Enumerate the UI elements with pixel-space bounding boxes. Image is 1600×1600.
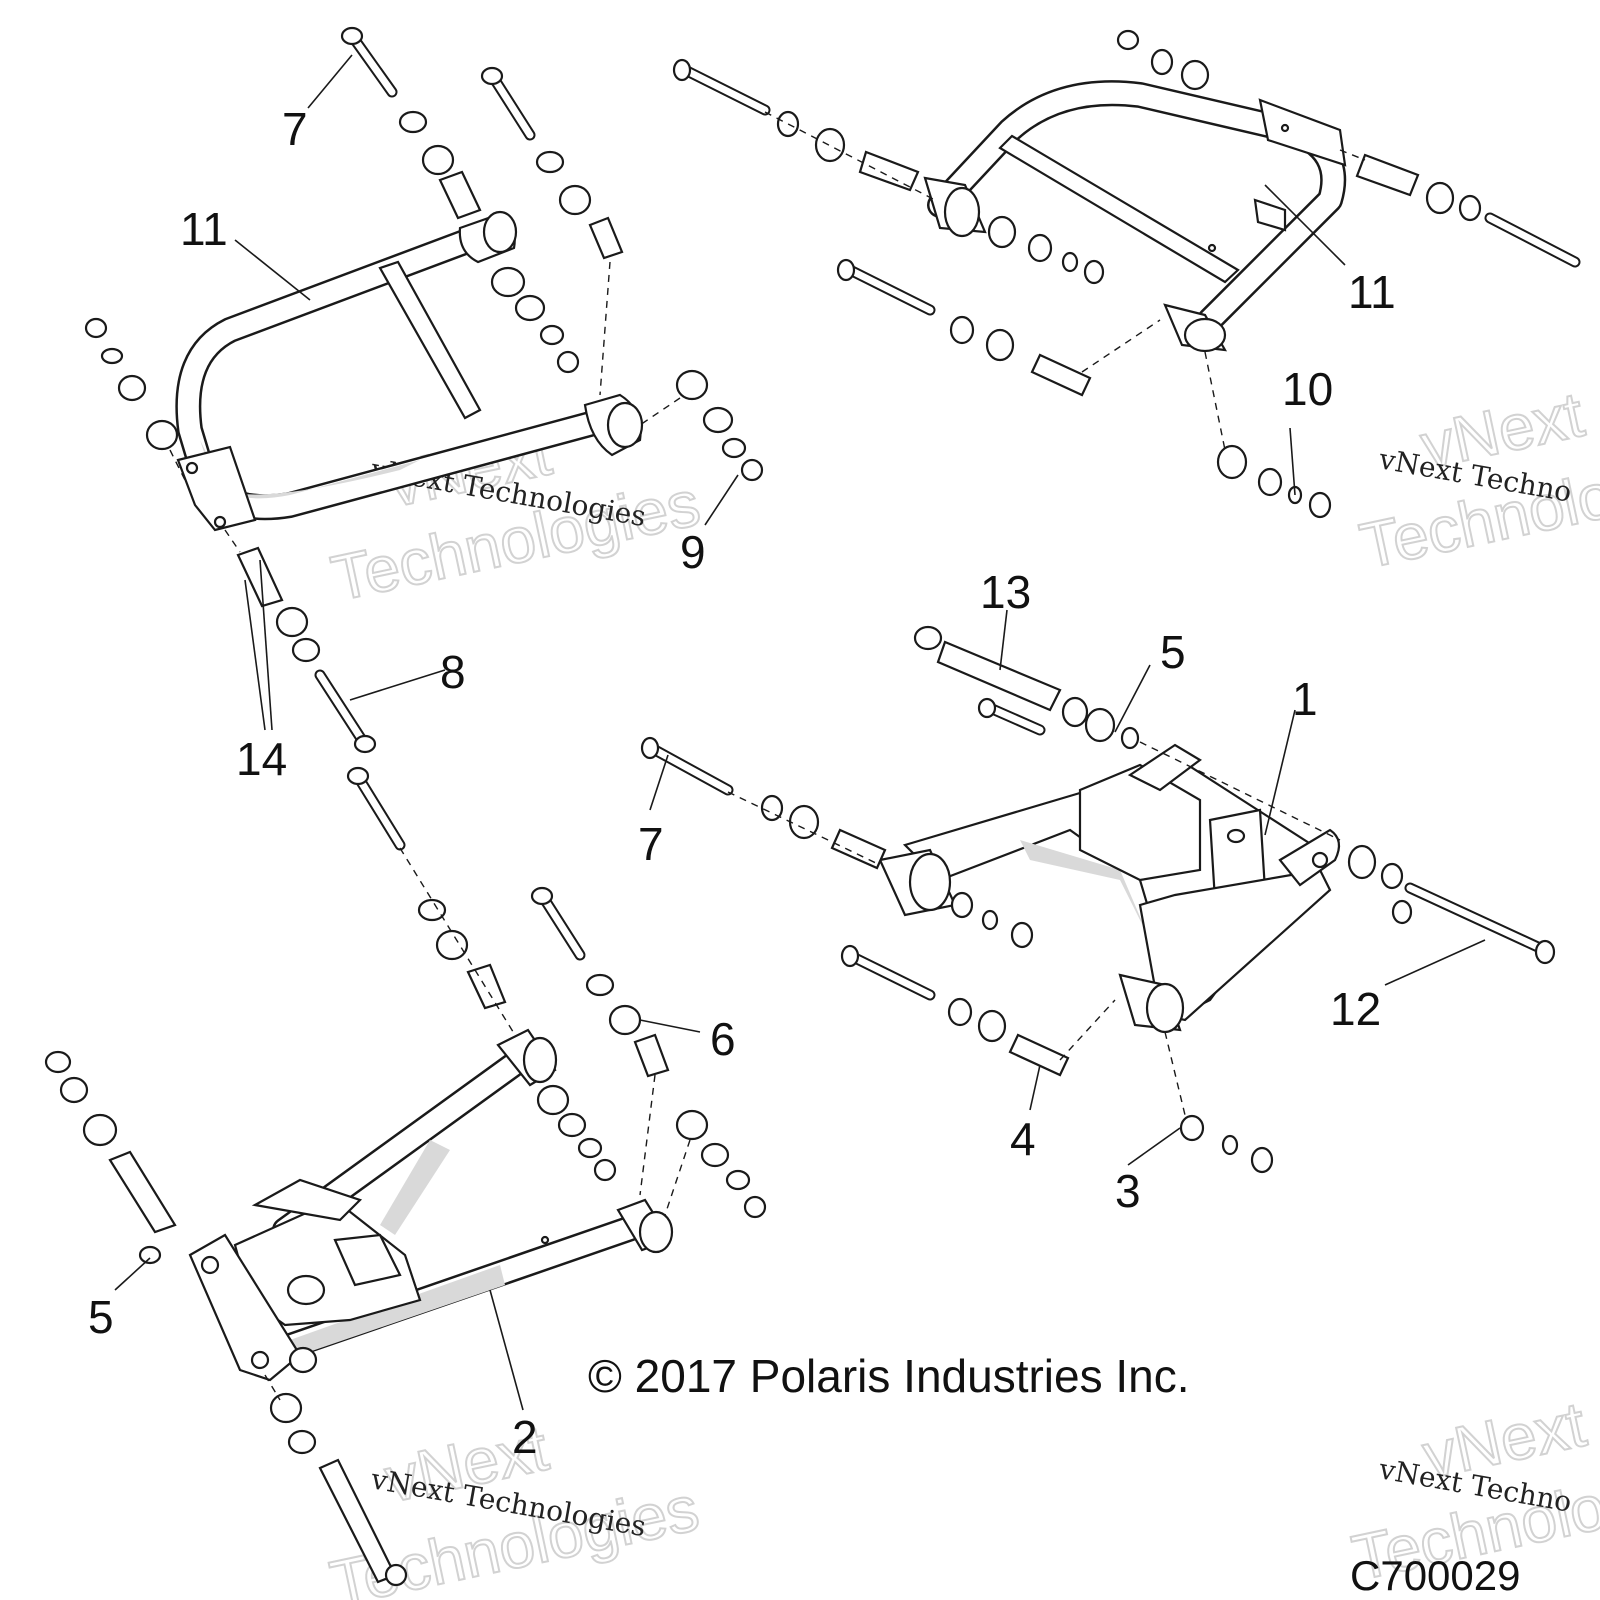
callout-7-top: 7 — [282, 103, 308, 155]
hardware-upper-right — [672, 29, 1581, 519]
callout-13: 13 — [980, 566, 1031, 618]
callout-1: 1 — [1292, 673, 1318, 725]
callout-14: 14 — [236, 733, 287, 785]
callout-11-left: 11 — [180, 203, 228, 255]
callout-5-right: 5 — [1160, 626, 1186, 678]
hardware-lower-left — [44, 766, 767, 1587]
callout-3: 3 — [1115, 1165, 1141, 1217]
lower-control-arm-left — [188, 1028, 674, 1382]
leader-lines — [114, 54, 1486, 1411]
callout-9: 9 — [680, 526, 706, 578]
hardware-lower-right — [640, 625, 1556, 1174]
hardware-item-9 — [639, 369, 764, 482]
callout-5-left: 5 — [88, 1291, 114, 1343]
callout-6: 6 — [710, 1013, 736, 1065]
upper-control-arm-right — [923, 80, 1347, 353]
hardware-upper-left-front — [340, 26, 624, 396]
copyright-notice: © 2017 Polaris Industries Inc. — [588, 1350, 1190, 1402]
hardware-upper-left-rear — [84, 317, 377, 754]
callout-10: 10 — [1282, 363, 1333, 415]
callout-labels: 7 11 9 14 8 11 10 13 5 1 7 12 4 3 6 5 2 — [88, 103, 1396, 1463]
figure-id: C700029 — [1350, 1552, 1520, 1599]
callout-8: 8 — [440, 646, 466, 698]
callout-11-right: 11 — [1348, 266, 1396, 318]
upper-control-arm-left — [175, 210, 644, 532]
callout-2: 2 — [512, 1411, 538, 1463]
callout-7-middle: 7 — [638, 818, 664, 870]
lower-control-arm-right — [878, 743, 1341, 1034]
callout-4: 4 — [1010, 1113, 1036, 1165]
callout-12: 12 — [1330, 983, 1381, 1035]
